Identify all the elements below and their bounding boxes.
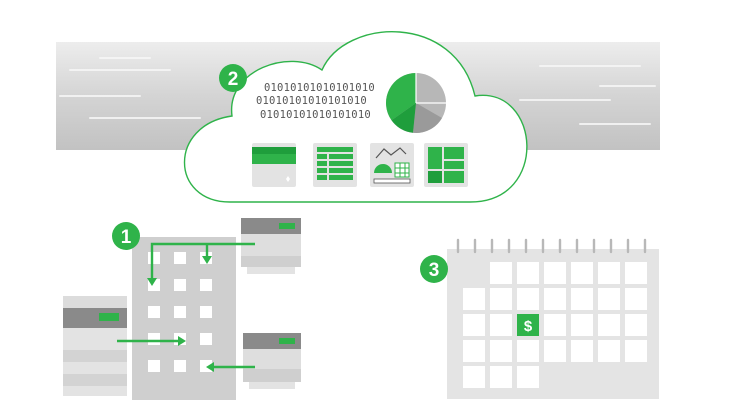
binary-line-1: 01010101010101010	[264, 82, 375, 94]
binary-line-3: 01010101010101010	[260, 109, 371, 121]
binary-line-2: 01010101010101010	[256, 95, 367, 107]
card-app-icon	[252, 143, 296, 187]
step-3-badge: 3	[420, 255, 448, 283]
analytics-app-icon	[370, 143, 414, 187]
step-1-badge: 1	[112, 222, 140, 250]
printer-icon	[63, 296, 127, 396]
calendar-rings	[456, 238, 647, 254]
step-2-badge: 2	[219, 64, 247, 92]
dollar-icon: $	[524, 318, 533, 335]
office-building-icon	[132, 237, 236, 400]
step-1-number: 1	[121, 227, 132, 248]
billing-day-marker: $	[517, 314, 539, 336]
building-windows	[148, 252, 212, 372]
step-3-number: 3	[429, 260, 440, 281]
arrow-to-building-top	[150, 242, 255, 280]
step-2-number: 2	[228, 69, 239, 90]
calendar-days	[463, 262, 647, 388]
dashboard-app-icon	[424, 143, 468, 187]
spreadsheet-app-icon	[313, 143, 357, 187]
binary-data: 01010101010101010 01010101010101010 0101…	[256, 82, 375, 121]
cloud: 01010101010101010 01010101010101010 0101…	[184, 31, 528, 203]
print-flow-arrows	[117, 242, 255, 372]
printer-icon	[243, 333, 301, 389]
printer-icon	[241, 218, 301, 274]
calendar-icon: $	[447, 238, 659, 399]
pie-chart-icon	[386, 73, 446, 133]
